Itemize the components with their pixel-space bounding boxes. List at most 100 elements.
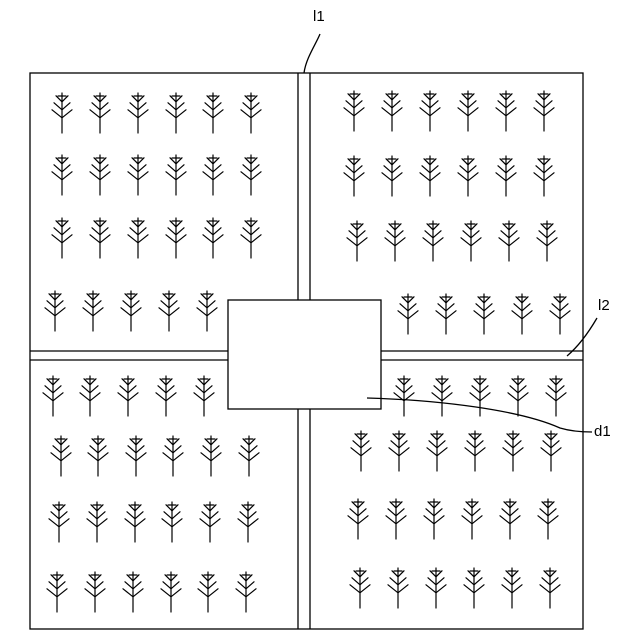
tree-symbol-icon [344, 91, 364, 131]
tree-symbol-icon [538, 499, 558, 539]
tree-symbol-icon [87, 502, 107, 542]
vertical-path [298, 73, 310, 629]
tree-symbol-icon [344, 156, 364, 196]
tree-symbol-icon [512, 294, 532, 334]
tree-symbol-icon [426, 568, 446, 608]
tree-symbol-icon [118, 376, 138, 416]
tree-symbol-icon [162, 502, 182, 542]
tree-symbol-icon [45, 291, 65, 331]
tree-symbol-icon [436, 294, 456, 334]
tree-symbol-icon [90, 155, 110, 195]
tree-symbol-icon [382, 91, 402, 131]
tree-symbol-icon [166, 155, 186, 195]
tree-symbol-icon [350, 568, 370, 608]
tree-symbol-icon [420, 91, 440, 131]
tree-symbol-icon [458, 91, 478, 131]
tree-symbol-icon [80, 376, 100, 416]
tree-symbol-icon [156, 376, 176, 416]
tree-symbol-icon [458, 156, 478, 196]
tree-symbol-icon [534, 91, 554, 131]
tree-symbol-icon [462, 499, 482, 539]
tree-symbol-icon [200, 502, 220, 542]
tree-symbol-icon [52, 93, 72, 133]
tree-symbol-icon [427, 431, 447, 471]
tree-symbol-icon [128, 218, 148, 258]
tree-symbol-icon [432, 376, 452, 416]
tree-symbol-icon [385, 221, 405, 261]
tree-symbol-icon [90, 93, 110, 133]
tree-symbol-icon [500, 499, 520, 539]
label-l1: l1 [313, 8, 325, 25]
tree-symbol-icon [423, 221, 443, 261]
tree-symbol-icon [52, 155, 72, 195]
tree-symbol-icon [382, 156, 402, 196]
l1-leader-line [304, 34, 320, 73]
tree-symbol-icon [163, 436, 183, 476]
tree-symbol-icon [123, 572, 143, 612]
tree-symbol-icon [348, 499, 368, 539]
tree-symbol-icon [128, 93, 148, 133]
tree-symbol-icon [236, 572, 256, 612]
tree-symbol-icon [499, 221, 519, 261]
tree-symbol-icon [125, 502, 145, 542]
tree-symbol-icon [537, 221, 557, 261]
tree-symbol-icon [85, 572, 105, 612]
tree-symbol-icon [394, 376, 414, 416]
tree-symbol-icon [550, 294, 570, 334]
tree-symbol-icon [47, 572, 67, 612]
tree-symbol-icon [496, 156, 516, 196]
tree-symbol-icon [90, 218, 110, 258]
tree-symbol-icon [198, 572, 218, 612]
tree-symbol-icon [461, 221, 481, 261]
tree-symbol-icon [541, 431, 561, 471]
central-box [228, 300, 381, 409]
tree-symbol-icon [52, 218, 72, 258]
tree-symbol-icon [121, 291, 141, 331]
tree-symbol-icon [51, 436, 71, 476]
tree-symbol-icon [166, 93, 186, 133]
tree-symbol-icon [241, 155, 261, 195]
label-l2: l2 [598, 297, 610, 314]
tree-symbol-icon [128, 155, 148, 195]
tree-symbol-icon [386, 499, 406, 539]
tree-symbol-icon [126, 436, 146, 476]
tree-symbol-icon [420, 156, 440, 196]
tree-symbol-icon [502, 568, 522, 608]
tree-symbol-icon [238, 502, 258, 542]
tree-symbol-icon [239, 436, 259, 476]
tree-symbol-icon [464, 568, 484, 608]
tree-symbol-icon [43, 376, 63, 416]
horizontal-path [30, 351, 583, 360]
tree-symbol-icon [496, 91, 516, 131]
tree-symbol-icon [194, 376, 214, 416]
tree-symbol-icon [540, 568, 560, 608]
tree-symbol-icon [159, 291, 179, 331]
tree-symbol-icon [534, 156, 554, 196]
tree-symbol-icon [389, 431, 409, 471]
tree-symbol-icon [166, 218, 186, 258]
tree-symbol-icon [88, 436, 108, 476]
tree-symbol-icon [203, 218, 223, 258]
tree-symbol-icon [201, 436, 221, 476]
tree-symbol-icon [241, 93, 261, 133]
tree-symbol-icon [203, 93, 223, 133]
l2-leader-line [567, 318, 597, 356]
label-d1: d1 [594, 423, 611, 440]
tree-symbol-icon [241, 218, 261, 258]
tree-symbol-icon [388, 568, 408, 608]
tree-symbol-icon [83, 291, 103, 331]
tree-symbol-icon [347, 221, 367, 261]
tree-symbol-icon [49, 502, 69, 542]
tree-symbol-icon [203, 155, 223, 195]
tree-symbol-icon [424, 499, 444, 539]
tree-symbol-icon [465, 431, 485, 471]
tree-symbol-icon [161, 572, 181, 612]
tree-symbol-icon [508, 376, 528, 416]
tree-symbol-icon [503, 431, 523, 471]
tree-symbol-icon [197, 291, 217, 331]
tree-symbol-icon [546, 376, 566, 416]
tree-symbol-icon [398, 294, 418, 334]
tree-symbol-icon [351, 431, 371, 471]
tree-symbol-icon [474, 294, 494, 334]
